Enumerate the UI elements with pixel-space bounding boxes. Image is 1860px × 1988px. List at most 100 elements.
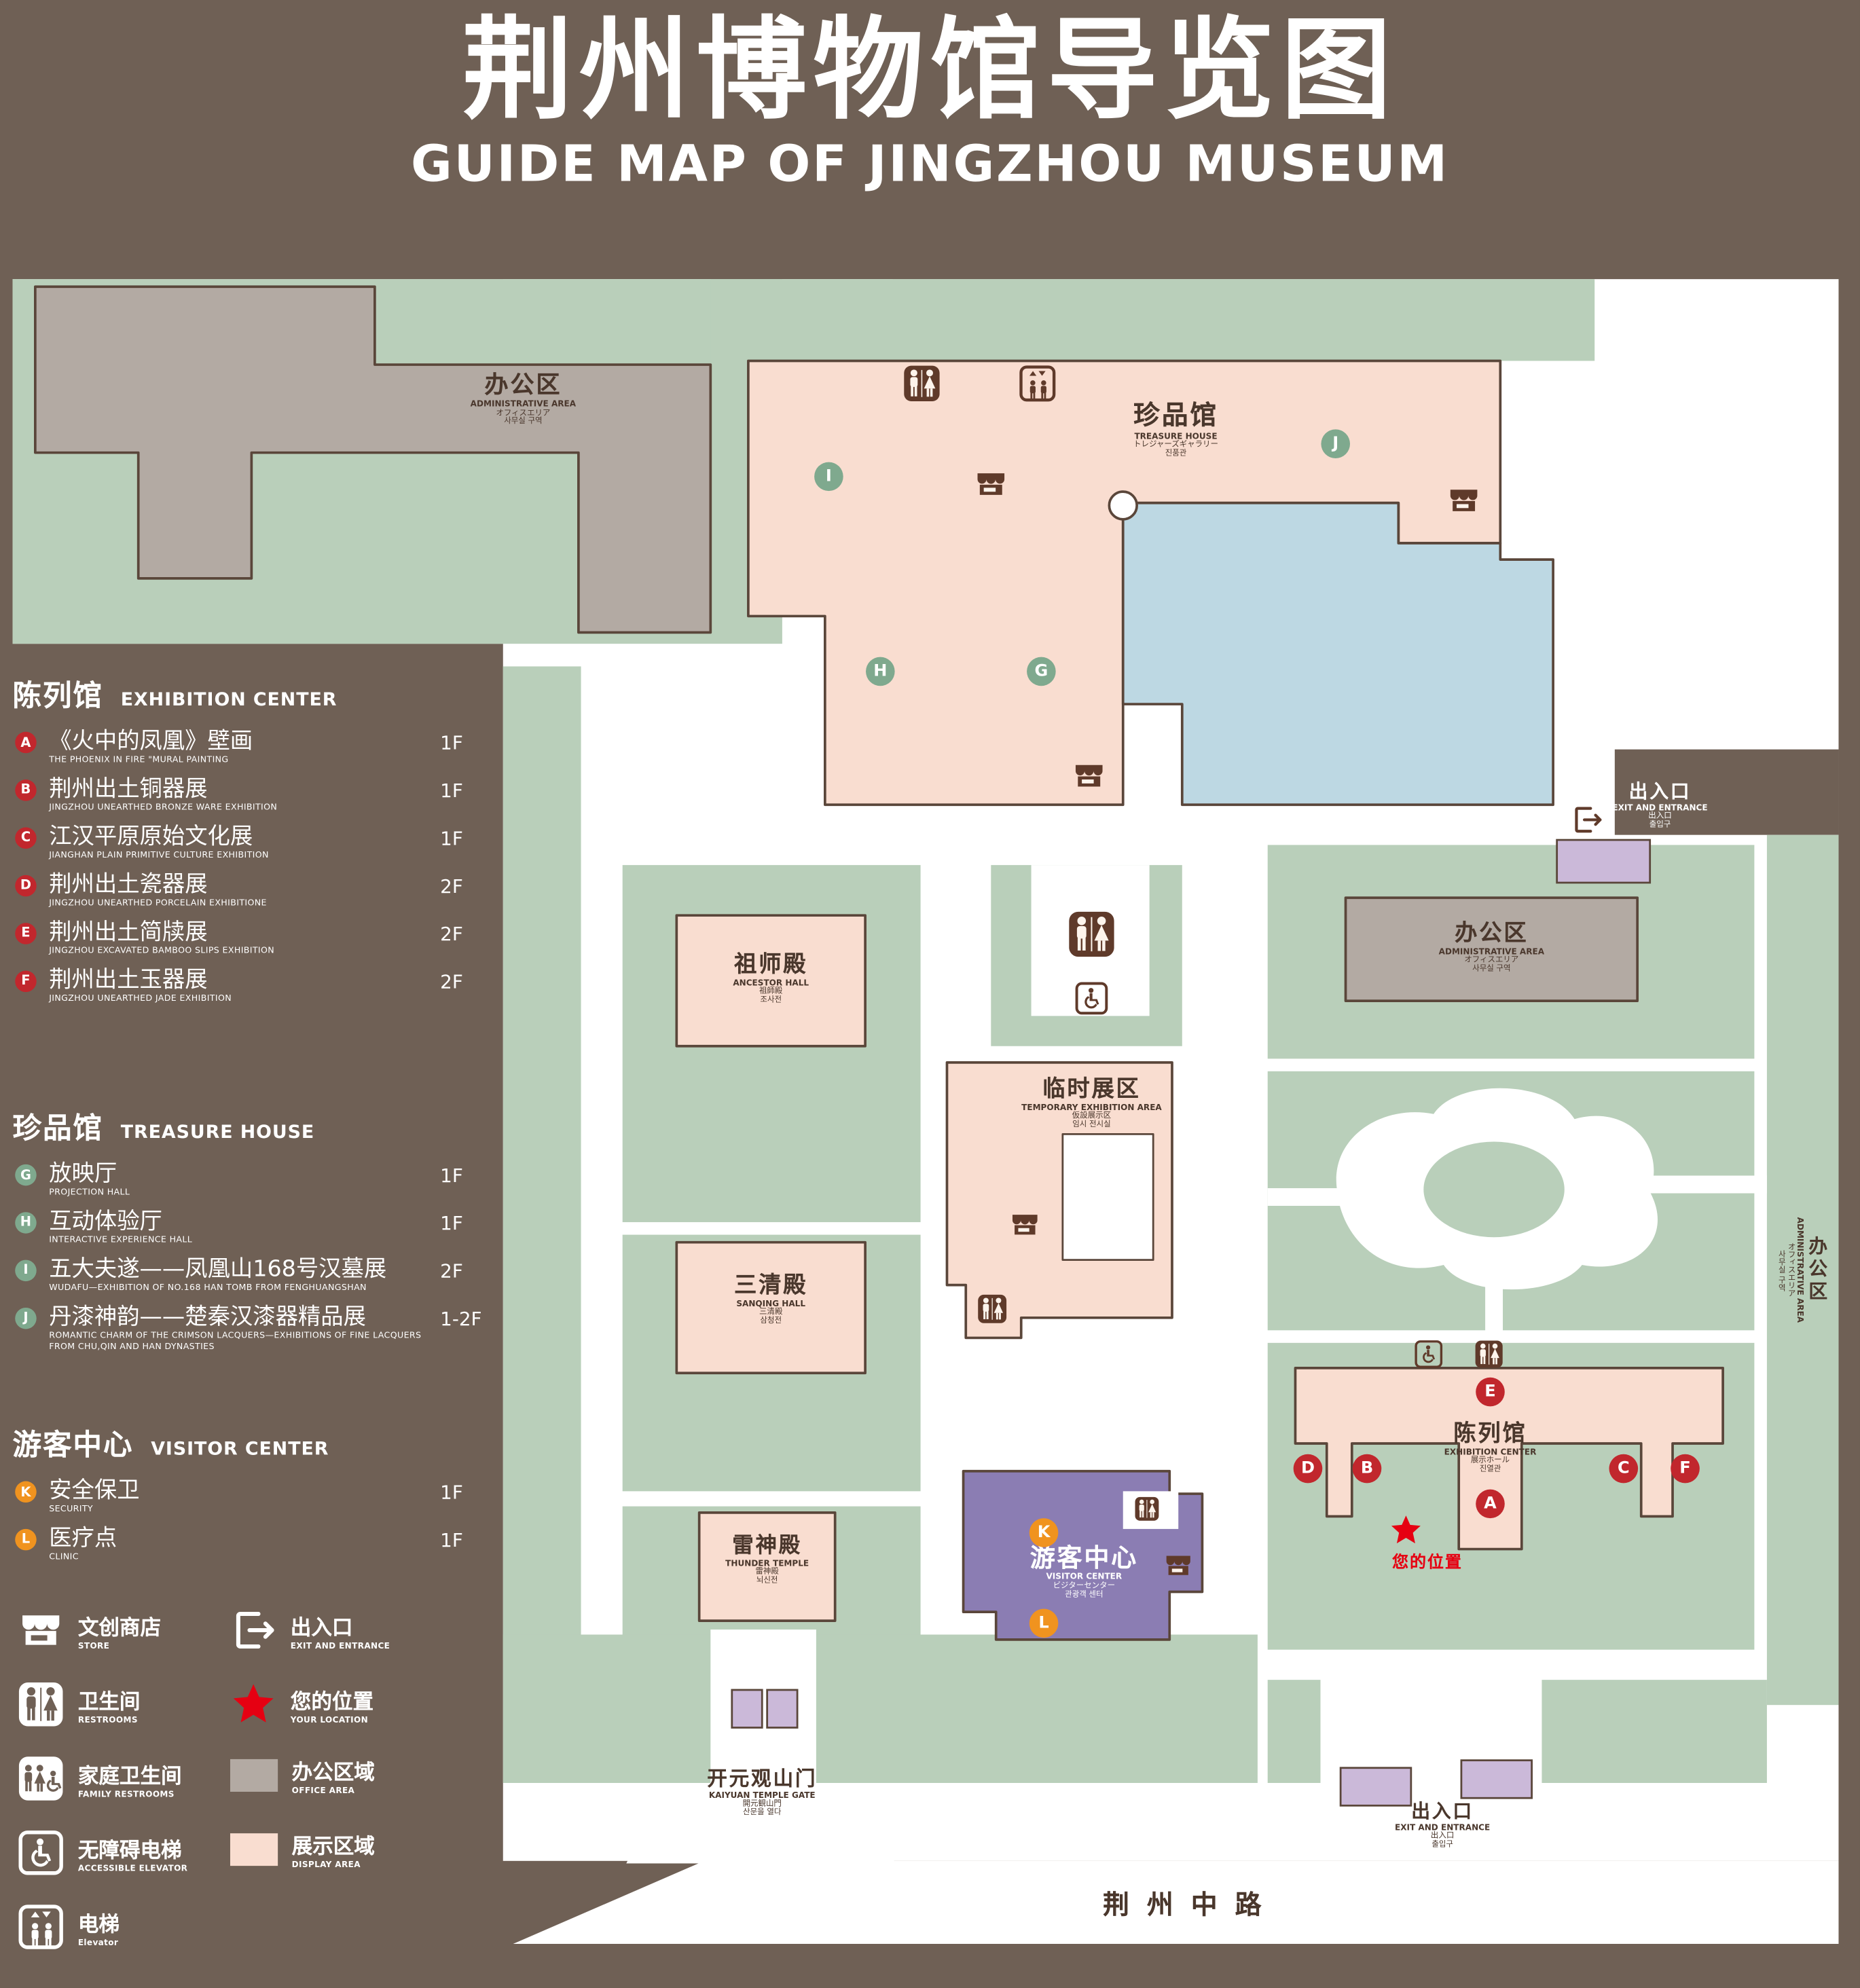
legend-section-header: 陈列馆 EXHIBITION CENTER bbox=[13, 671, 493, 714]
temporary-exhibition-building bbox=[945, 1061, 1173, 1340]
map-label-kaiyuan-temple-gate: 开元观山门 KAIYUAN TEMPLE GATE 開元観山門 산문을 열다 bbox=[707, 1766, 818, 1818]
map-label-temporary-exhibition-area: 临时展区 TEMPORARY EXHIBITION AREA 仮設展示区 임시 … bbox=[1021, 1075, 1162, 1130]
legend-item-text: 荆州出土瓷器展 JINGZHOU UNEARTHED PORCELAIN EXH… bbox=[49, 871, 267, 908]
gate-gap bbox=[710, 1630, 816, 1788]
legend-symbol-store: 文创商店 STORE bbox=[18, 1607, 161, 1654]
poster-subtitle: GUIDE MAP OF JINGZHOU MUSEUM bbox=[411, 136, 1449, 194]
map-label-admin-east: 办公区 ADMINISTRATIVE AREA オフィスエリア 사무실 구역 bbox=[1776, 1217, 1829, 1323]
floor-label: 1F bbox=[440, 731, 463, 755]
floor-label: 1F bbox=[440, 827, 463, 850]
floor-label: 1F bbox=[440, 1481, 463, 1504]
map-marker-G: G bbox=[1027, 657, 1056, 686]
your-location-star-icon bbox=[1389, 1513, 1423, 1547]
legend-symbol-accessible-elevator: 无障碍电梯 ACCESSIBLE ELEVATOR bbox=[18, 1830, 187, 1877]
legend-section-header: 游客中心 VISITOR CENTER bbox=[13, 1421, 493, 1464]
map-marker-F: F bbox=[1671, 1454, 1700, 1484]
sanqing-hall-building bbox=[675, 1240, 867, 1375]
exit-icon bbox=[1571, 803, 1603, 836]
map-label-exhibition-center: 陈列馆 EXHIBITION CENTER 展示ホール 진열관 bbox=[1444, 1420, 1537, 1474]
badge-E: E bbox=[15, 923, 37, 944]
office-building-northeast bbox=[1344, 896, 1639, 1002]
restroom-icon bbox=[1134, 1496, 1159, 1522]
legend-section-exhibition-center: 陈列馆 EXHIBITION CENTER A 《火中的凤凰》壁画 THE PH… bbox=[13, 671, 493, 1016]
map-label-visitor-center: 游客中心 VISITOR CENTER ビジターセンター 관광객 센터 bbox=[1029, 1542, 1138, 1599]
buildings bbox=[34, 285, 1724, 1641]
legend-item-text: 《火中的凤凰》壁画 THE PHOENIX IN FIRE "MURAL PAI… bbox=[49, 728, 253, 765]
restroom-icon bbox=[1068, 910, 1115, 958]
legend-item-text: 荆州出土简牍展 JINGZHOU EXCAVATED BAMBOO SLIPS … bbox=[49, 919, 275, 956]
legend-symbol-exit: 出入口 EXIT AND ENTRANCE bbox=[230, 1607, 390, 1654]
floor-label: 1F bbox=[440, 779, 463, 803]
section-title-en: VISITOR CENTER bbox=[151, 1439, 329, 1460]
floor-label: 2F bbox=[440, 923, 463, 946]
map-marker-I: I bbox=[814, 462, 843, 492]
restroom-icon bbox=[903, 365, 941, 403]
accessible-elevator-icon bbox=[1074, 981, 1108, 1015]
map-marker-H: H bbox=[866, 657, 895, 686]
map-marker-J: J bbox=[1321, 429, 1351, 459]
map-label-treasure-house: 珍品馆 TREASURE HOUSE トレジャーズギャラリー 진품관 bbox=[1133, 400, 1219, 458]
legend-item-text: 放映厅 PROJECTION HALL bbox=[49, 1160, 130, 1198]
store-icon bbox=[1009, 1209, 1040, 1240]
elevator-icon bbox=[18, 1904, 65, 1951]
pond bbox=[1121, 501, 1554, 807]
legend-item-C: C 江汉平原原始文化展 JIANGHAN PLAIN PRIMITIVE CUL… bbox=[13, 823, 493, 862]
map-marker-C: C bbox=[1609, 1454, 1639, 1484]
legend-item-text: 医疗点 CLINIC bbox=[49, 1525, 117, 1562]
garden bbox=[1267, 1088, 1767, 1343]
legend-item-text: 江汉平原原始文化展 JIANGHAN PLAIN PRIMITIVE CULTU… bbox=[49, 823, 269, 860]
legend-item-text: 互动体验厅 INTERACTIVE EXPERIENCE HALL bbox=[49, 1208, 193, 1245]
legend-symbol-location-star: 您的位置 YOUR LOCATION bbox=[230, 1681, 373, 1728]
badge-G: G bbox=[15, 1164, 37, 1186]
legend-symbol-text: 家庭卫生间 FAMILY RESTROOMS bbox=[77, 1763, 182, 1799]
floor-label: 2F bbox=[440, 875, 463, 898]
legend-symbol-text: 您的位置 YOUR LOCATION bbox=[290, 1689, 374, 1725]
badge-K: K bbox=[15, 1481, 37, 1503]
road-name-label: 荆州中路 bbox=[1103, 1890, 1279, 1920]
accessible-elevator-icon bbox=[1414, 1340, 1443, 1369]
legend-item-text: 荆州出土玉器展 JINGZHOU UNEARTHED JADE EXHIBITI… bbox=[49, 966, 232, 1004]
legend-symbol-family-restroom: 家庭卫生间 FAMILY RESTROOMS bbox=[18, 1755, 182, 1802]
restroom-icon bbox=[977, 1294, 1007, 1324]
section-title-zh: 珍品馆 bbox=[12, 1112, 103, 1146]
legend-item-text: 荆州出土铜器展 JINGZHOU UNEARTHED BRONZE WARE E… bbox=[49, 775, 278, 813]
badge-F: F bbox=[15, 970, 37, 993]
office-building-northwest bbox=[34, 285, 712, 634]
entrance-blocks bbox=[731, 839, 1652, 1807]
map-label-sanqing-hall: 三清殿 SANQING HALL 三清殿 삼청전 bbox=[734, 1272, 808, 1326]
restroom-icon bbox=[18, 1681, 65, 1728]
legend-symbol-text: 办公区域 OFFICE AREA bbox=[291, 1760, 375, 1796]
badge-L: L bbox=[15, 1528, 37, 1551]
display-swatch-icon bbox=[230, 1833, 278, 1866]
location-star-icon bbox=[230, 1681, 277, 1728]
your-location-label: 您的位置 bbox=[1392, 1553, 1463, 1572]
map-marker-D: D bbox=[1293, 1454, 1323, 1484]
section-title-zh: 游客中心 bbox=[12, 1429, 134, 1462]
poster-title: 荆州博物馆导览图 bbox=[462, 5, 1398, 135]
legend-symbol-text: 无障碍电梯 ACCESSIBLE ELEVATOR bbox=[77, 1837, 188, 1873]
map-marker-E: E bbox=[1476, 1377, 1505, 1407]
map-marker-A: A bbox=[1476, 1489, 1505, 1519]
map-label-admin-nw: 办公区 ADMINISTRATIVE AREA オフィスエリア 사무실 구역 bbox=[470, 371, 577, 426]
legend-symbol-text: 文创商店 STORE bbox=[77, 1615, 162, 1651]
floor-label: 1F bbox=[440, 1528, 463, 1552]
map-label-exit-south: 出入口 EXIT AND ENTRANCE 出入口 출입구 bbox=[1395, 1800, 1491, 1849]
legend-symbol-text: 展示区域 DISPLAY AREA bbox=[291, 1834, 375, 1870]
restroom-icon bbox=[1474, 1340, 1503, 1369]
accessible-elevator-icon bbox=[18, 1830, 65, 1877]
floor-label: 2F bbox=[440, 1259, 463, 1283]
legend-symbol-text: 卫生间 RESTROOMS bbox=[77, 1689, 141, 1725]
map-label-ancestor-hall: 祖师殿 ANCESTOR HALL 祖師殿 조사전 bbox=[733, 951, 809, 1006]
badge-H: H bbox=[15, 1212, 37, 1234]
section-title-en: TREASURE HOUSE bbox=[120, 1122, 315, 1143]
temporary-exhibition-courtyard bbox=[1061, 1133, 1154, 1261]
legend-symbol-display-swatch: 展示区域 DISPLAY AREA bbox=[230, 1830, 375, 1870]
legend-item-text: 安全保卫 SECURITY bbox=[49, 1477, 140, 1514]
floor-label: 2F bbox=[440, 970, 463, 993]
floor-label: 1F bbox=[440, 1212, 463, 1235]
legend-item-text: 丹漆神韵——楚秦汉漆器精品展 ROMANTIC CHARM OF THE CRI… bbox=[49, 1304, 422, 1352]
east-exit-label-patch bbox=[1614, 749, 1839, 835]
